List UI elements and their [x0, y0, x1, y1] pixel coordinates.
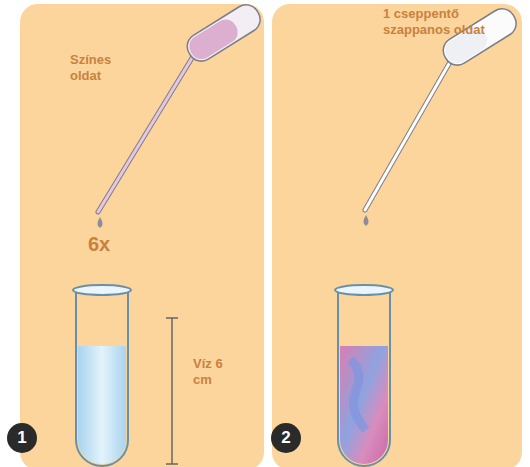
- step-circle: [271, 423, 301, 453]
- callout-number: 1: [7, 423, 37, 453]
- callout-number: 2: [271, 423, 301, 453]
- pipette: [98, 0, 266, 228]
- test-tube: [73, 285, 131, 466]
- step-circle: [7, 423, 37, 453]
- dimension-bracket: [166, 318, 178, 464]
- panel: [272, 4, 522, 467]
- dimension-label: Víz 6 cm: [193, 356, 233, 389]
- test-tube: [335, 285, 393, 466]
- panel: [20, 4, 264, 467]
- pipette: [364, 4, 522, 226]
- count-label: 6x: [88, 232, 128, 257]
- solution-label: Színes oldat: [70, 52, 140, 85]
- solution-label: 1 cseppentő szappanos oldat: [383, 6, 501, 39]
